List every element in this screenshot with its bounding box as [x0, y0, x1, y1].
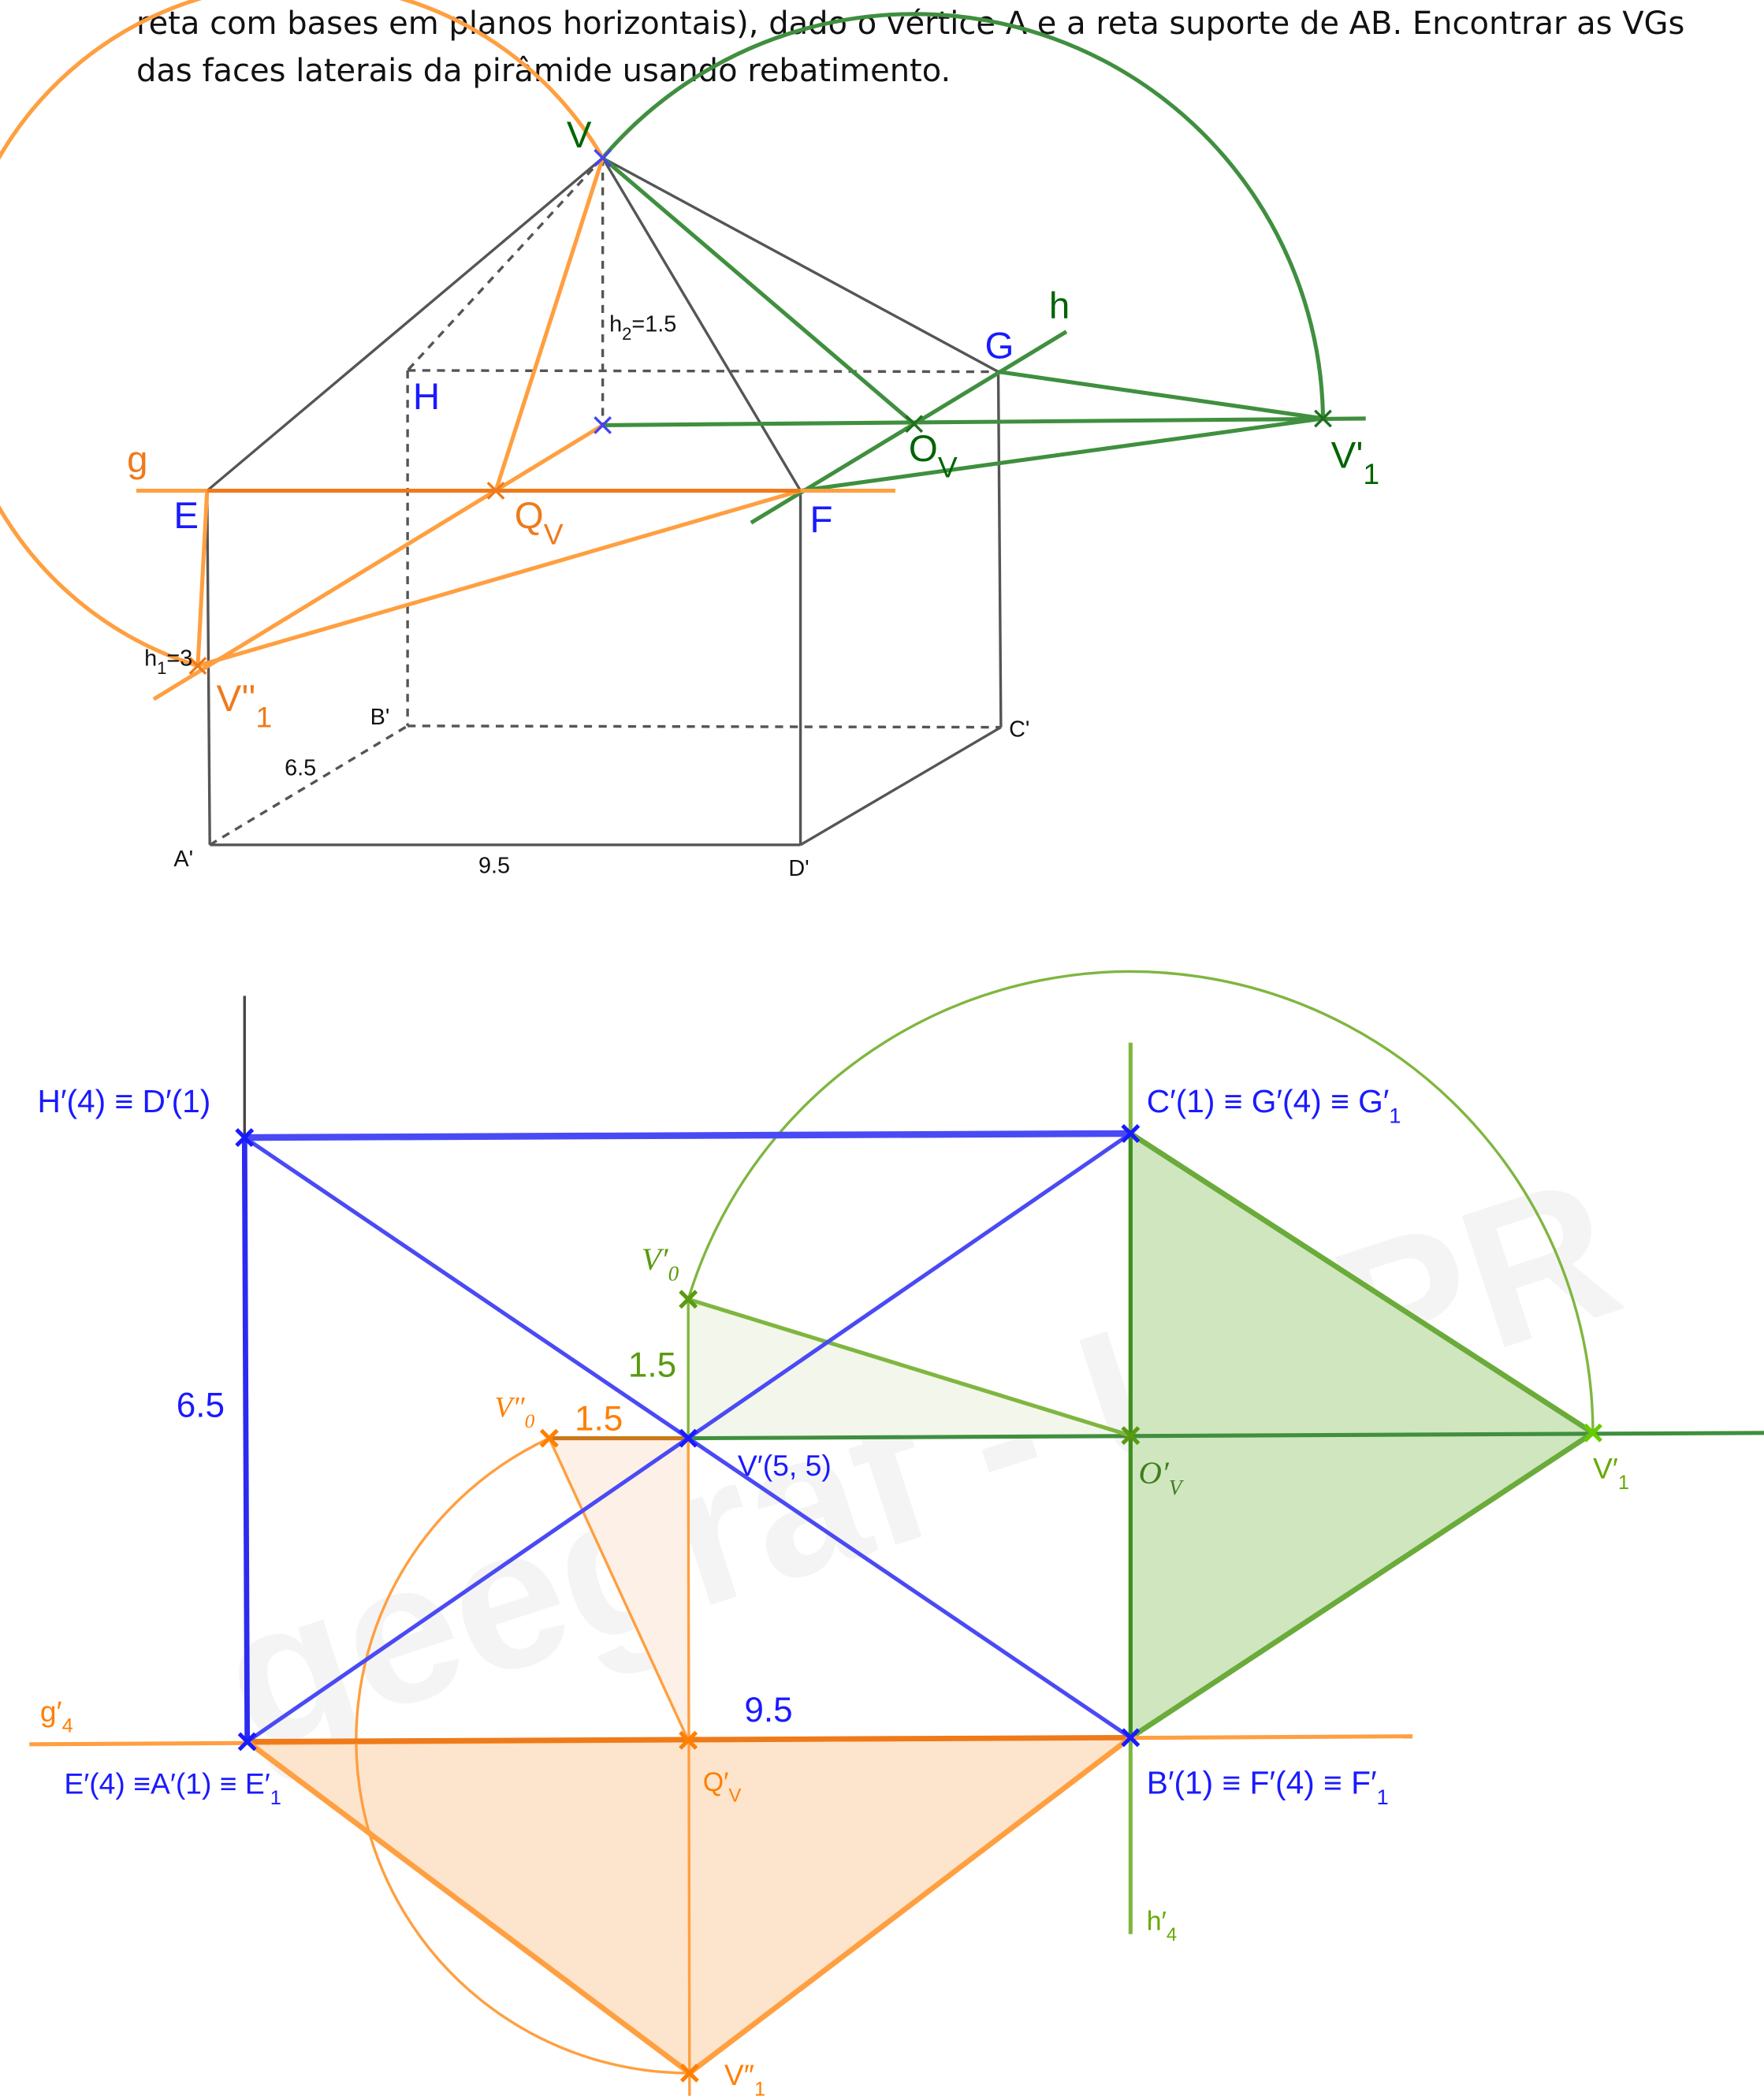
label-g-point: G — [985, 326, 1014, 367]
dimension-9-5: 9.5 — [478, 853, 510, 878]
label-h4: h′4 — [1147, 1907, 1177, 1946]
top-labels: V h G H g E QV OV F V'1 V''1 h1=3 h2=1.5… — [127, 114, 1379, 881]
label-h-line: h — [1049, 285, 1070, 327]
bottom-lines — [29, 996, 1764, 2096]
label-v0p: V′0 — [642, 1242, 679, 1286]
label-dp: D' — [788, 856, 809, 881]
label-ov: OV — [909, 428, 958, 483]
label-v1pp-plan: V″1 — [724, 2058, 765, 2096]
label-b-f: B′(1) ≡ F′(4) ≡ F′1 — [1147, 1765, 1389, 1810]
dimension-6-5-plan: 6.5 — [177, 1386, 225, 1424]
label-f: F — [809, 499, 832, 541]
label-v1pp: V''1 — [217, 678, 273, 733]
bottom-labels: H′(4) ≡ D′(1) C′(1) ≡ G′(4) ≡ G′1 V′0 1.… — [37, 1083, 1629, 2096]
dimension-6-5: 6.5 — [285, 756, 316, 781]
label-qvp: Q′V — [703, 1767, 742, 1807]
problem-line-1: reta com bases em planos horizontais), d… — [136, 6, 1685, 42]
label-ovp: O′V — [1139, 1455, 1185, 1499]
label-cp: C' — [1009, 717, 1029, 742]
label-v0pp: V″0 — [494, 1391, 534, 1432]
label-v: V — [567, 114, 592, 156]
dimension-9-5-plan: 9.5 — [744, 1691, 792, 1729]
label-qv: QV — [515, 495, 564, 550]
top-orange-rotation — [0, 0, 895, 702]
label-h1: h1=3 — [144, 646, 192, 678]
label-v1p: V'1 — [1331, 435, 1379, 490]
top-green-rotation — [601, 12, 1366, 525]
dimension-1-5-orange: 1.5 — [575, 1399, 623, 1438]
label-c-g: C′(1) ≡ G′(4) ≡ G′1 — [1147, 1083, 1401, 1128]
label-e-a: E′(4) ≡A′(1) ≡ E′1 — [64, 1767, 281, 1810]
label-v1p-plan: V′1 — [1593, 1451, 1629, 1494]
bottom-arcs — [355, 970, 1595, 2075]
label-h-d: H′(4) ≡ D′(1) — [37, 1083, 210, 1119]
label-bp: B' — [370, 705, 390, 730]
top-prism — [206, 156, 1003, 847]
dimension-1-5-green: 1.5 — [628, 1346, 676, 1385]
label-g-line: g — [127, 439, 147, 481]
label-e: E — [173, 495, 199, 537]
label-ap: A' — [173, 847, 193, 872]
label-h-point: H — [413, 376, 440, 418]
label-h2: h2=1.5 — [609, 312, 676, 344]
label-vp: V′(5, 5) — [738, 1449, 832, 1482]
problem-statement: reta com bases em planos horizontais), d… — [136, 0, 1713, 95]
label-g4: g′4 — [40, 1695, 73, 1737]
